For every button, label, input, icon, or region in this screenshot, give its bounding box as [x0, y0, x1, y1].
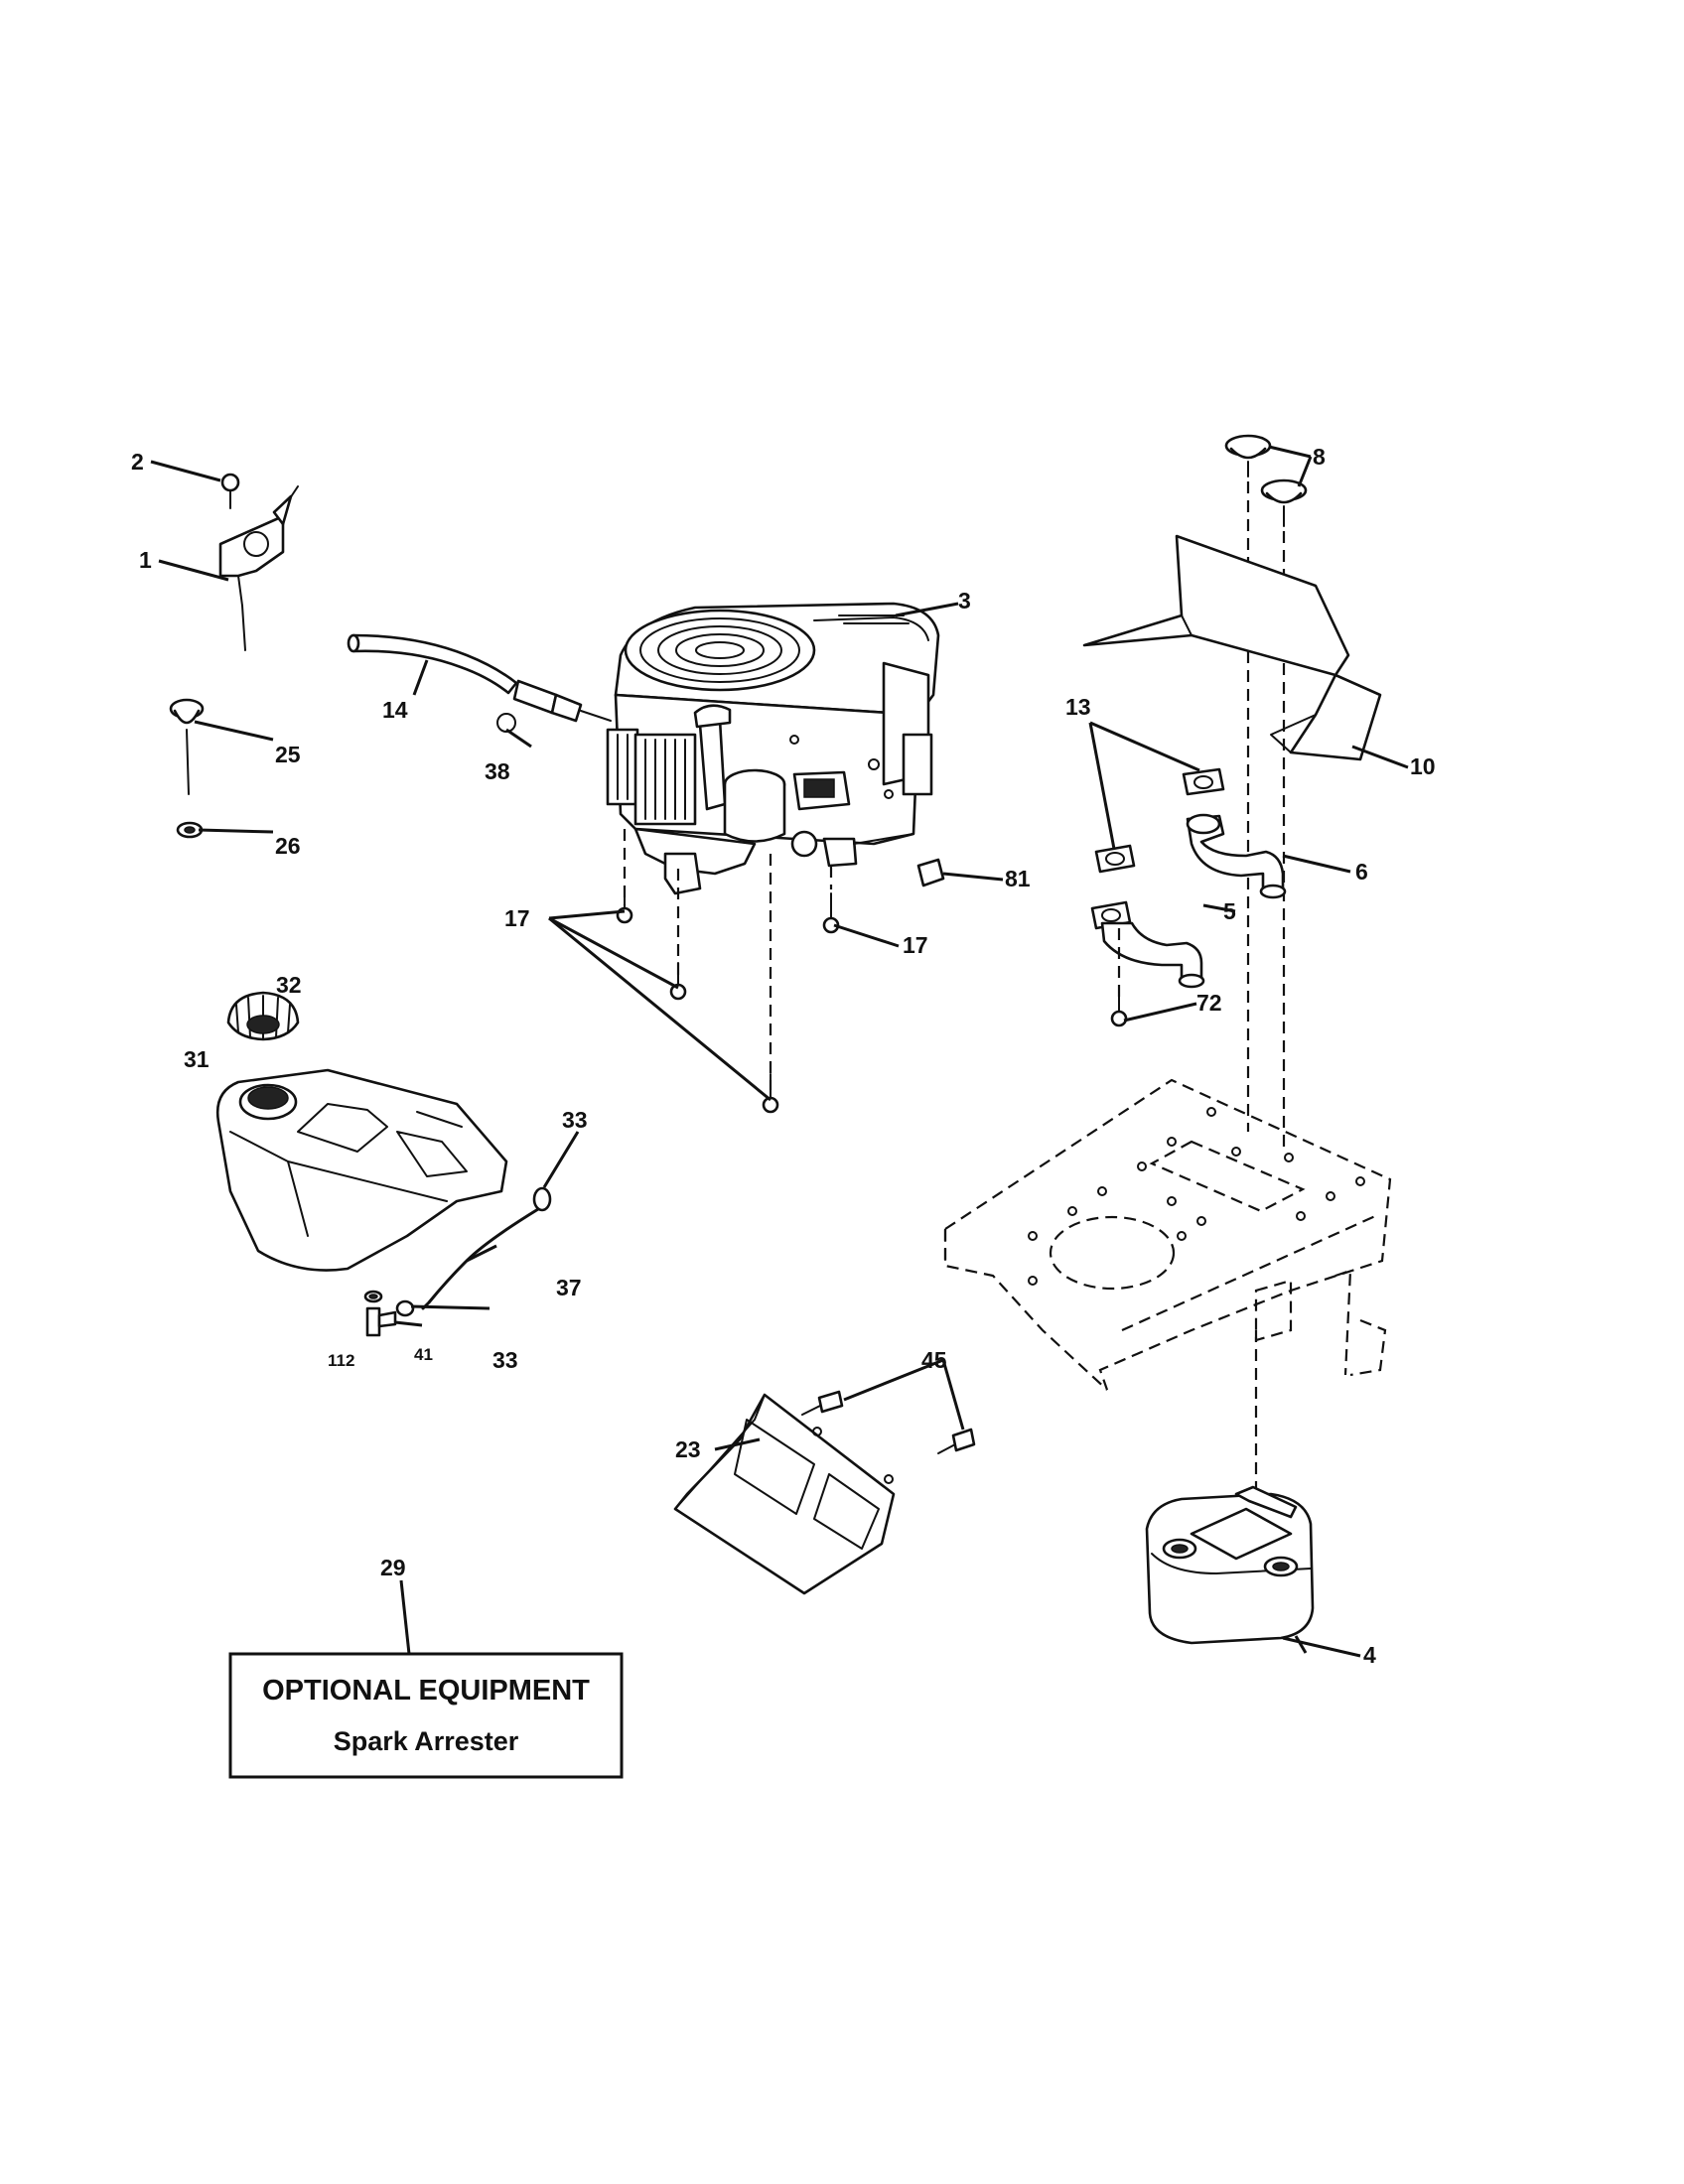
part-14-fuel-hose	[347, 633, 518, 695]
callout-14: 14	[382, 697, 408, 723]
part-8-bolts	[1224, 434, 1308, 527]
callout-17-left: 17	[504, 905, 530, 931]
part-25-bolt	[169, 698, 205, 795]
callout-81: 81	[1005, 866, 1031, 891]
optional-equipment-title: OPTIONAL EQUIPMENT	[262, 1675, 590, 1706]
optional-equipment-subtitle: Spark Arrester	[334, 1726, 519, 1756]
callout-1: 1	[139, 547, 152, 573]
part-17-bolts	[616, 829, 840, 1114]
callout-10: 10	[1410, 753, 1436, 779]
part-33-clamp-lower	[395, 1299, 415, 1317]
callout-4: 4	[1363, 1642, 1376, 1668]
part-38-fuel-filter	[496, 679, 612, 733]
bolt-17-d	[822, 892, 840, 934]
part-41-valve	[365, 1306, 397, 1337]
callout-13: 13	[1065, 694, 1091, 720]
callout-5: 5	[1223, 898, 1236, 924]
callout-38: 38	[485, 758, 510, 784]
callout-33-lower: 33	[492, 1347, 518, 1373]
callout-29: 29	[380, 1555, 406, 1580]
bolt-17-b	[669, 962, 687, 1001]
callout-2: 2	[131, 449, 144, 475]
callout-33-upper: 33	[562, 1107, 588, 1133]
part-45-screws	[801, 1390, 976, 1454]
callout-45: 45	[921, 1347, 947, 1373]
callout-41: 41	[414, 1345, 433, 1364]
callout-32: 32	[276, 972, 302, 998]
part-1-bracket	[218, 485, 299, 651]
part-32-fuel-cap	[226, 991, 300, 1041]
part-26-nut	[176, 821, 204, 839]
callout-17-right: 17	[903, 932, 928, 958]
part-37-fuel-line	[421, 1207, 540, 1310]
part-112-grommet	[363, 1290, 383, 1303]
part-6-exhaust-pipe	[1186, 813, 1287, 899]
callout-23: 23	[675, 1436, 701, 1462]
bolt-17-c	[762, 1073, 779, 1114]
part-2-screw	[220, 473, 240, 509]
callout-37: 37	[556, 1275, 582, 1300]
part-4-muffler	[1145, 1485, 1315, 1645]
part-10-deflector	[1082, 534, 1382, 761]
leader-lines	[150, 445, 1409, 1658]
part-5-exhaust-pipe	[1100, 921, 1205, 989]
callout-25: 25	[275, 742, 301, 767]
part-31-fuel-tank	[215, 1068, 508, 1272]
bolt-17-a	[616, 887, 633, 924]
callout-8: 8	[1313, 444, 1326, 470]
part-81-fitting	[916, 858, 945, 887]
callout-6: 6	[1355, 859, 1368, 885]
optional-equipment-box: OPTIONAL EQUIPMENT Spark Arrester	[228, 1652, 624, 1779]
part-3-engine	[606, 602, 940, 895]
part-33-clamp-upper	[532, 1186, 552, 1212]
part-23-heat-shield	[673, 1393, 896, 1595]
callout-72: 72	[1196, 990, 1222, 1016]
part-13-gaskets	[1090, 767, 1225, 930]
callout-31: 31	[184, 1046, 210, 1072]
callout-26: 26	[275, 833, 301, 859]
callout-labels: 2 1 3 4 5 6 8 10 13 14 17 17 23 25 26 29…	[131, 444, 1436, 1668]
callout-3: 3	[958, 588, 971, 614]
callout-112: 112	[328, 1351, 354, 1370]
frame-dashed	[943, 1078, 1392, 1489]
